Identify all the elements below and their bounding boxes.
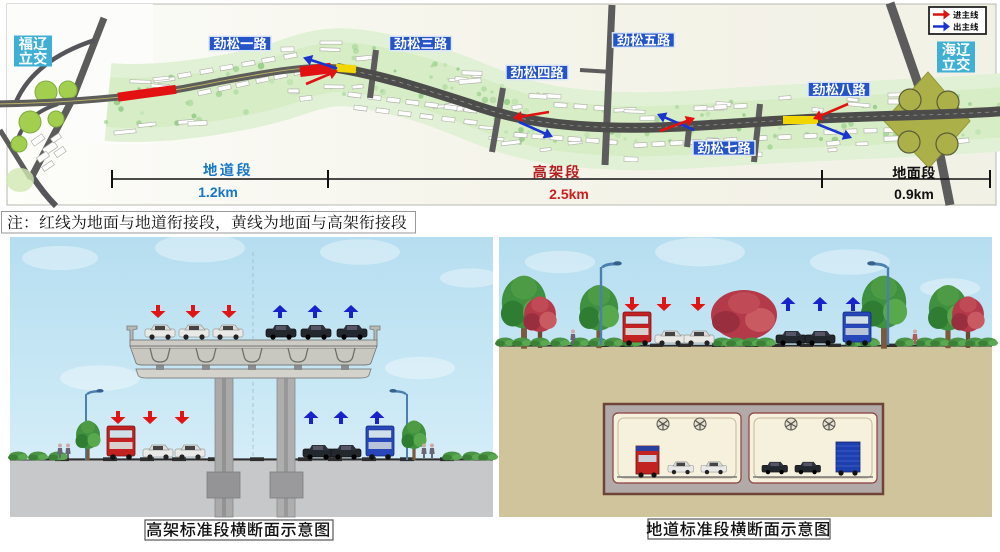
svg-text:1.2km: 1.2km xyxy=(198,184,238,200)
svg-text:2.5km: 2.5km xyxy=(549,186,589,202)
svg-text:0.9km: 0.9km xyxy=(894,186,934,202)
